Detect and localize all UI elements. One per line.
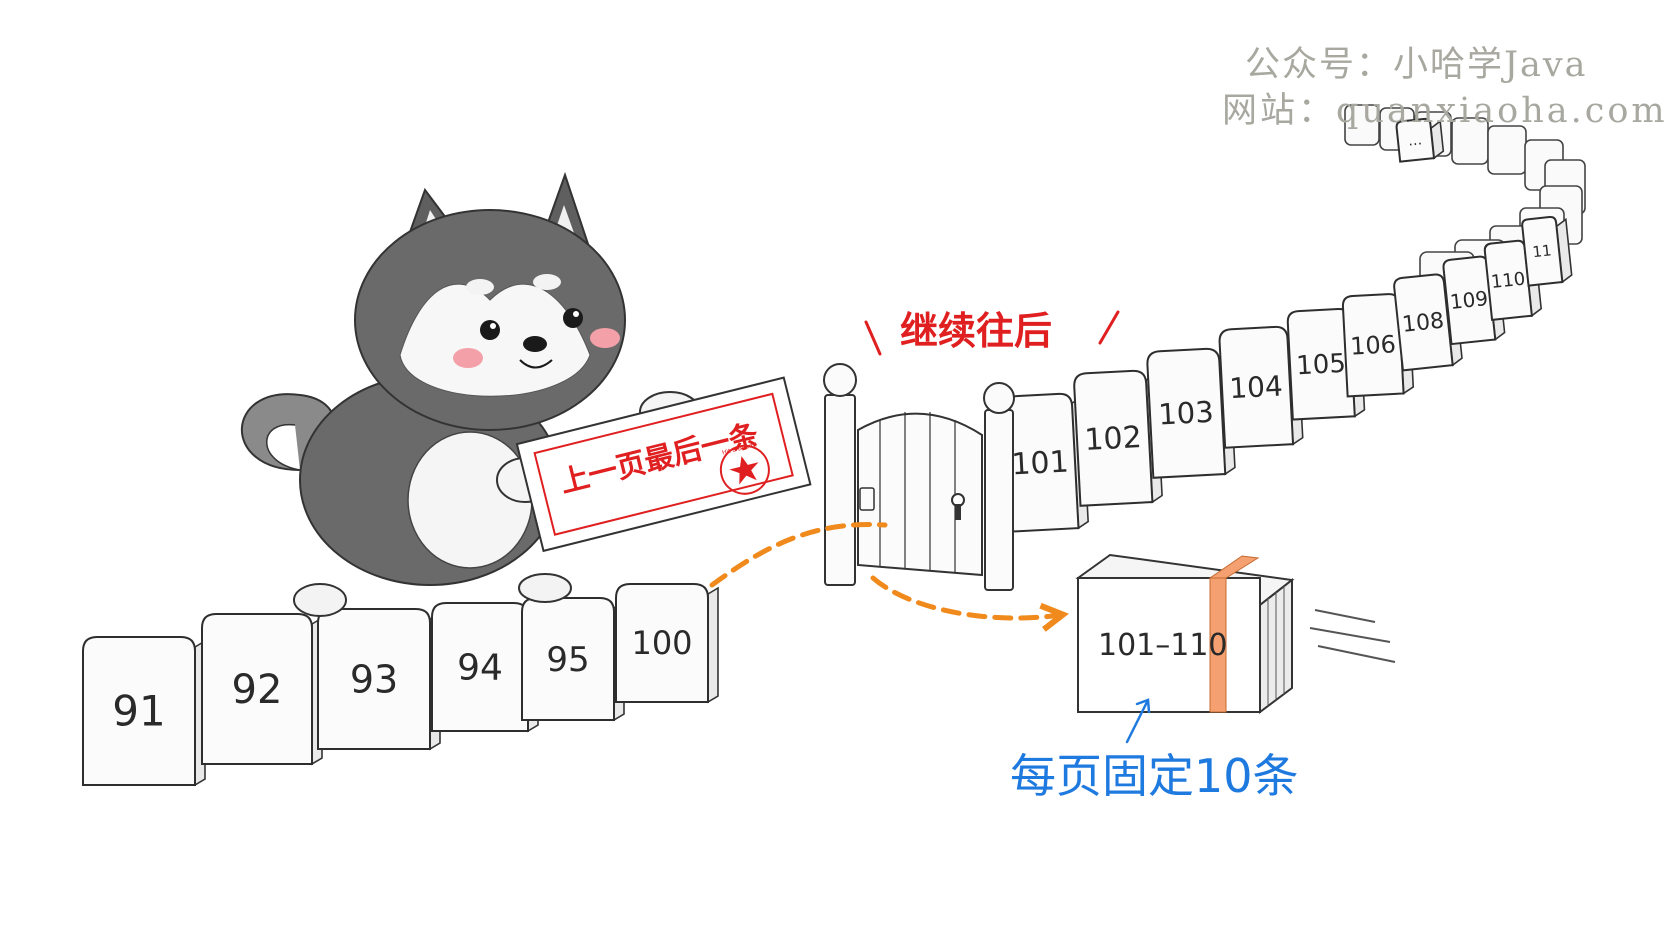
- front-stone: 91: [82, 636, 206, 787]
- package-label: 101–110: [1098, 628, 1228, 663]
- dashed-arrow-icon: [709, 521, 1069, 632]
- front-stone-row: 91 92 93 94 95 100: [82, 583, 719, 787]
- star-icon: [729, 456, 759, 485]
- continue-label-group: 继续往后: [864, 309, 1120, 356]
- watermark-line2: 网站：quanxiaoha.com: [1222, 91, 1668, 131]
- page-package: 101–110: [1075, 553, 1396, 714]
- back-stone: 11: [1521, 215, 1573, 287]
- stone-label: 11: [1532, 241, 1553, 261]
- front-stone: 92: [201, 613, 323, 766]
- stone-label: 92: [232, 667, 283, 713]
- stone-label: 100: [631, 624, 692, 662]
- stone-label: 108: [1401, 309, 1445, 338]
- front-stone: 93: [317, 608, 441, 751]
- stone-label: 91: [112, 687, 165, 736]
- gate: [823, 363, 1015, 591]
- page-size-label: 每页固定10条: [1010, 749, 1299, 803]
- stone-label: 101: [1011, 445, 1070, 483]
- ticket: 上一页最后一条 Hit a Beam!: [515, 376, 812, 553]
- stone-label: …: [1407, 132, 1423, 149]
- continue-label: 继续往后: [900, 309, 1052, 353]
- stone-label: 105: [1295, 349, 1346, 382]
- front-stone: 95: [521, 597, 625, 722]
- stone-label: 109: [1449, 286, 1489, 314]
- stone-label: 94: [457, 648, 503, 689]
- stone-label: 93: [350, 657, 398, 701]
- keyhole-icon: [951, 493, 965, 520]
- watermark-line1: 公众号：小哈学Java: [1245, 45, 1588, 85]
- stone-label: 104: [1228, 369, 1283, 405]
- front-stone: 100: [615, 583, 719, 704]
- stone-label: 103: [1157, 395, 1214, 432]
- stone-label: 106: [1349, 330, 1396, 360]
- husky-icon: [240, 171, 701, 617]
- stone-label: 95: [546, 640, 589, 680]
- stone-label: 110: [1490, 269, 1526, 293]
- stone-label: 102: [1084, 420, 1143, 458]
- page-size-annotation: 每页固定10条: [1010, 698, 1299, 803]
- back-stone: …: [1395, 117, 1445, 163]
